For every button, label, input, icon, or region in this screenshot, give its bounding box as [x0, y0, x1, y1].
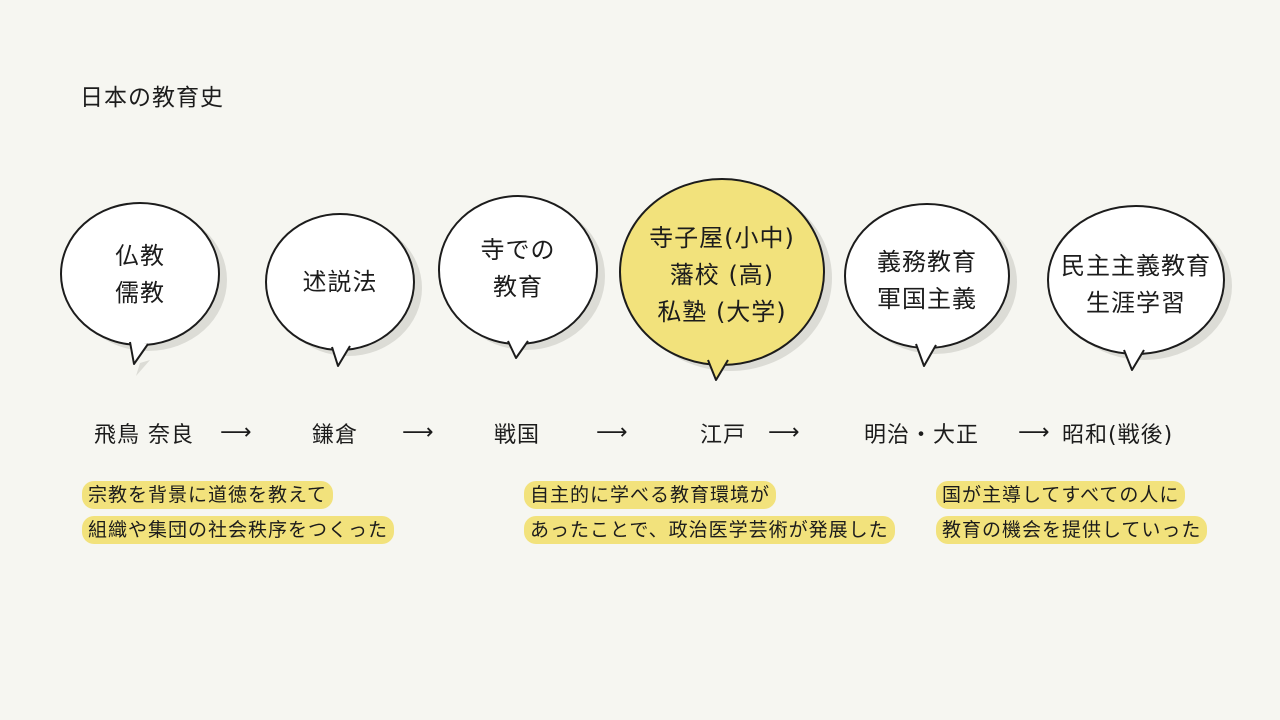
- note-1-line-1: 宗教を背景に道徳を教えて: [82, 481, 334, 509]
- bubble-1-line-1: 仏教: [115, 242, 165, 270]
- arrow-icon: ⟶: [220, 420, 252, 445]
- note-1-line-2: 組織や集団の社会秩序をつくった: [82, 516, 395, 544]
- bubble-text-6: 民主主義教育 生涯学習: [1036, 248, 1236, 322]
- speech-bubble-3: [438, 195, 605, 359]
- speech-bubble-1: [60, 202, 227, 376]
- note-2-line-1: 自主的に学べる教育環境が: [524, 481, 777, 509]
- bubble-6-line-2: 生涯学習: [1086, 289, 1186, 318]
- bubble-6-line-1: 民主主義教育: [1061, 252, 1211, 280]
- era-kamakura: 鎌倉: [312, 423, 359, 448]
- bubble-5-line-2: 軍国主義: [877, 285, 977, 314]
- speech-bubble-5: [844, 203, 1017, 367]
- note-3-line-2: 教育の機会を提供していった: [936, 516, 1208, 544]
- arrow-icon: ⟶: [1018, 420, 1050, 445]
- bubble-3-line-2: 教育: [493, 273, 543, 302]
- bubble-5-line-1: 義務教育: [877, 248, 977, 276]
- note-2-line-2: あったことで、政治医学芸術が発展した: [524, 516, 895, 544]
- bubble-2-line-1: 述説法: [302, 268, 378, 296]
- era-edo: 江戸: [700, 423, 747, 448]
- era-sengoku: 戦国: [494, 423, 541, 448]
- bubble-1-line-2: 儒教: [115, 279, 165, 308]
- bubble-text-4: 寺子屋(小中) 藩校 (高) 私塾 (大学): [622, 220, 822, 332]
- bubble-text-5: 義務教育 軍国主義: [837, 244, 1017, 318]
- bubble-3-line-1: 寺での: [480, 236, 556, 264]
- era-showa-postwar: 昭和(戦後): [1062, 423, 1174, 448]
- arrow-icon: ⟶: [402, 420, 434, 445]
- bubble-4-line-3: 私塾 (大学): [657, 298, 787, 327]
- bubble-4-line-1: 寺子屋(小中): [649, 224, 795, 252]
- speech-bubble-6: [1047, 205, 1232, 371]
- arrow-icon: ⟶: [768, 420, 800, 445]
- era-meiji-taisho: 明治・大正: [864, 423, 980, 448]
- bubble-4-line-2: 藩校 (高): [669, 261, 775, 290]
- speech-bubble-4: [619, 178, 832, 381]
- bubble-text-2: 述説法: [250, 264, 430, 301]
- bubble-text-1: 仏教 儒教: [50, 238, 230, 312]
- bubble-text-3: 寺での 教育: [428, 232, 608, 306]
- page-title: 日本の教育史: [80, 85, 224, 111]
- era-asuka-nara: 飛鳥 奈良: [94, 423, 194, 448]
- speech-bubble-2: [265, 213, 422, 367]
- arrow-icon: ⟶: [596, 420, 628, 445]
- note-3-line-1: 国が主導してすべての人に: [936, 481, 1186, 509]
